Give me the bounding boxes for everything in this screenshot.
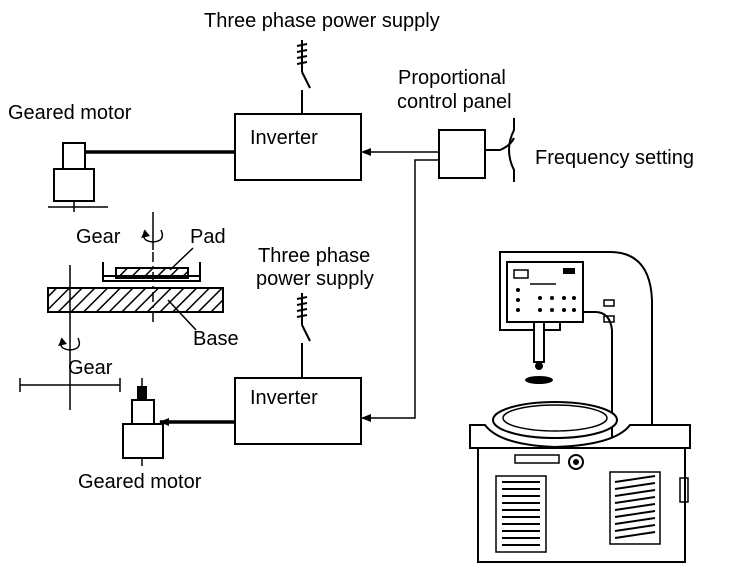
polishing-machine-illustration: [469, 251, 691, 563]
geared-motor-top-label: Geared motor: [8, 102, 132, 124]
power-plug-icon-mid: [296, 293, 308, 325]
proportional-control-panel-box: [438, 129, 486, 179]
gear-rotation-icon-bottom: [58, 265, 81, 410]
frequency-setting-label: Frequency setting: [535, 147, 694, 169]
signal-line-to-bottom-inverter: [361, 159, 439, 422]
geared-motor-bottom-icon: [122, 378, 164, 466]
three-phase-power-supply-mid-label-line1: Three phase: [258, 245, 370, 267]
inverter-box-bottom: [234, 377, 362, 445]
inverter-label-bottom: Inverter: [250, 387, 318, 409]
power-plug-icon-top: [296, 40, 308, 72]
pad-leader: [169, 247, 194, 271]
base-label: Base: [193, 328, 239, 350]
three-phase-power-supply-top-label: Three phase power supply: [204, 10, 440, 32]
gear-rotation-icon-top: [141, 212, 164, 250]
gear-shaft-bottom: [19, 378, 121, 392]
switch-icon-mid: [301, 324, 311, 378]
base-leader: [167, 299, 197, 331]
proportional-label-line2: control panel: [397, 91, 512, 113]
gear-top-label: Gear: [76, 226, 121, 248]
polishing-pad-assembly: [47, 252, 224, 325]
frequency-setting-knob-icon: [485, 118, 515, 182]
pad-label: Pad: [190, 226, 226, 248]
three-phase-power-supply-mid-label-line2: power supply: [256, 268, 374, 290]
inverter-label-top: Inverter: [250, 127, 318, 149]
inverter-box-top: [234, 113, 362, 181]
geared-motor-bottom-label: Geared motor: [78, 471, 202, 493]
switch-icon-top: [301, 71, 311, 114]
gear-bottom-label: Gear: [68, 357, 113, 379]
proportional-label-line1: Proportional: [398, 67, 506, 89]
geared-motor-top-icon: [48, 142, 108, 212]
